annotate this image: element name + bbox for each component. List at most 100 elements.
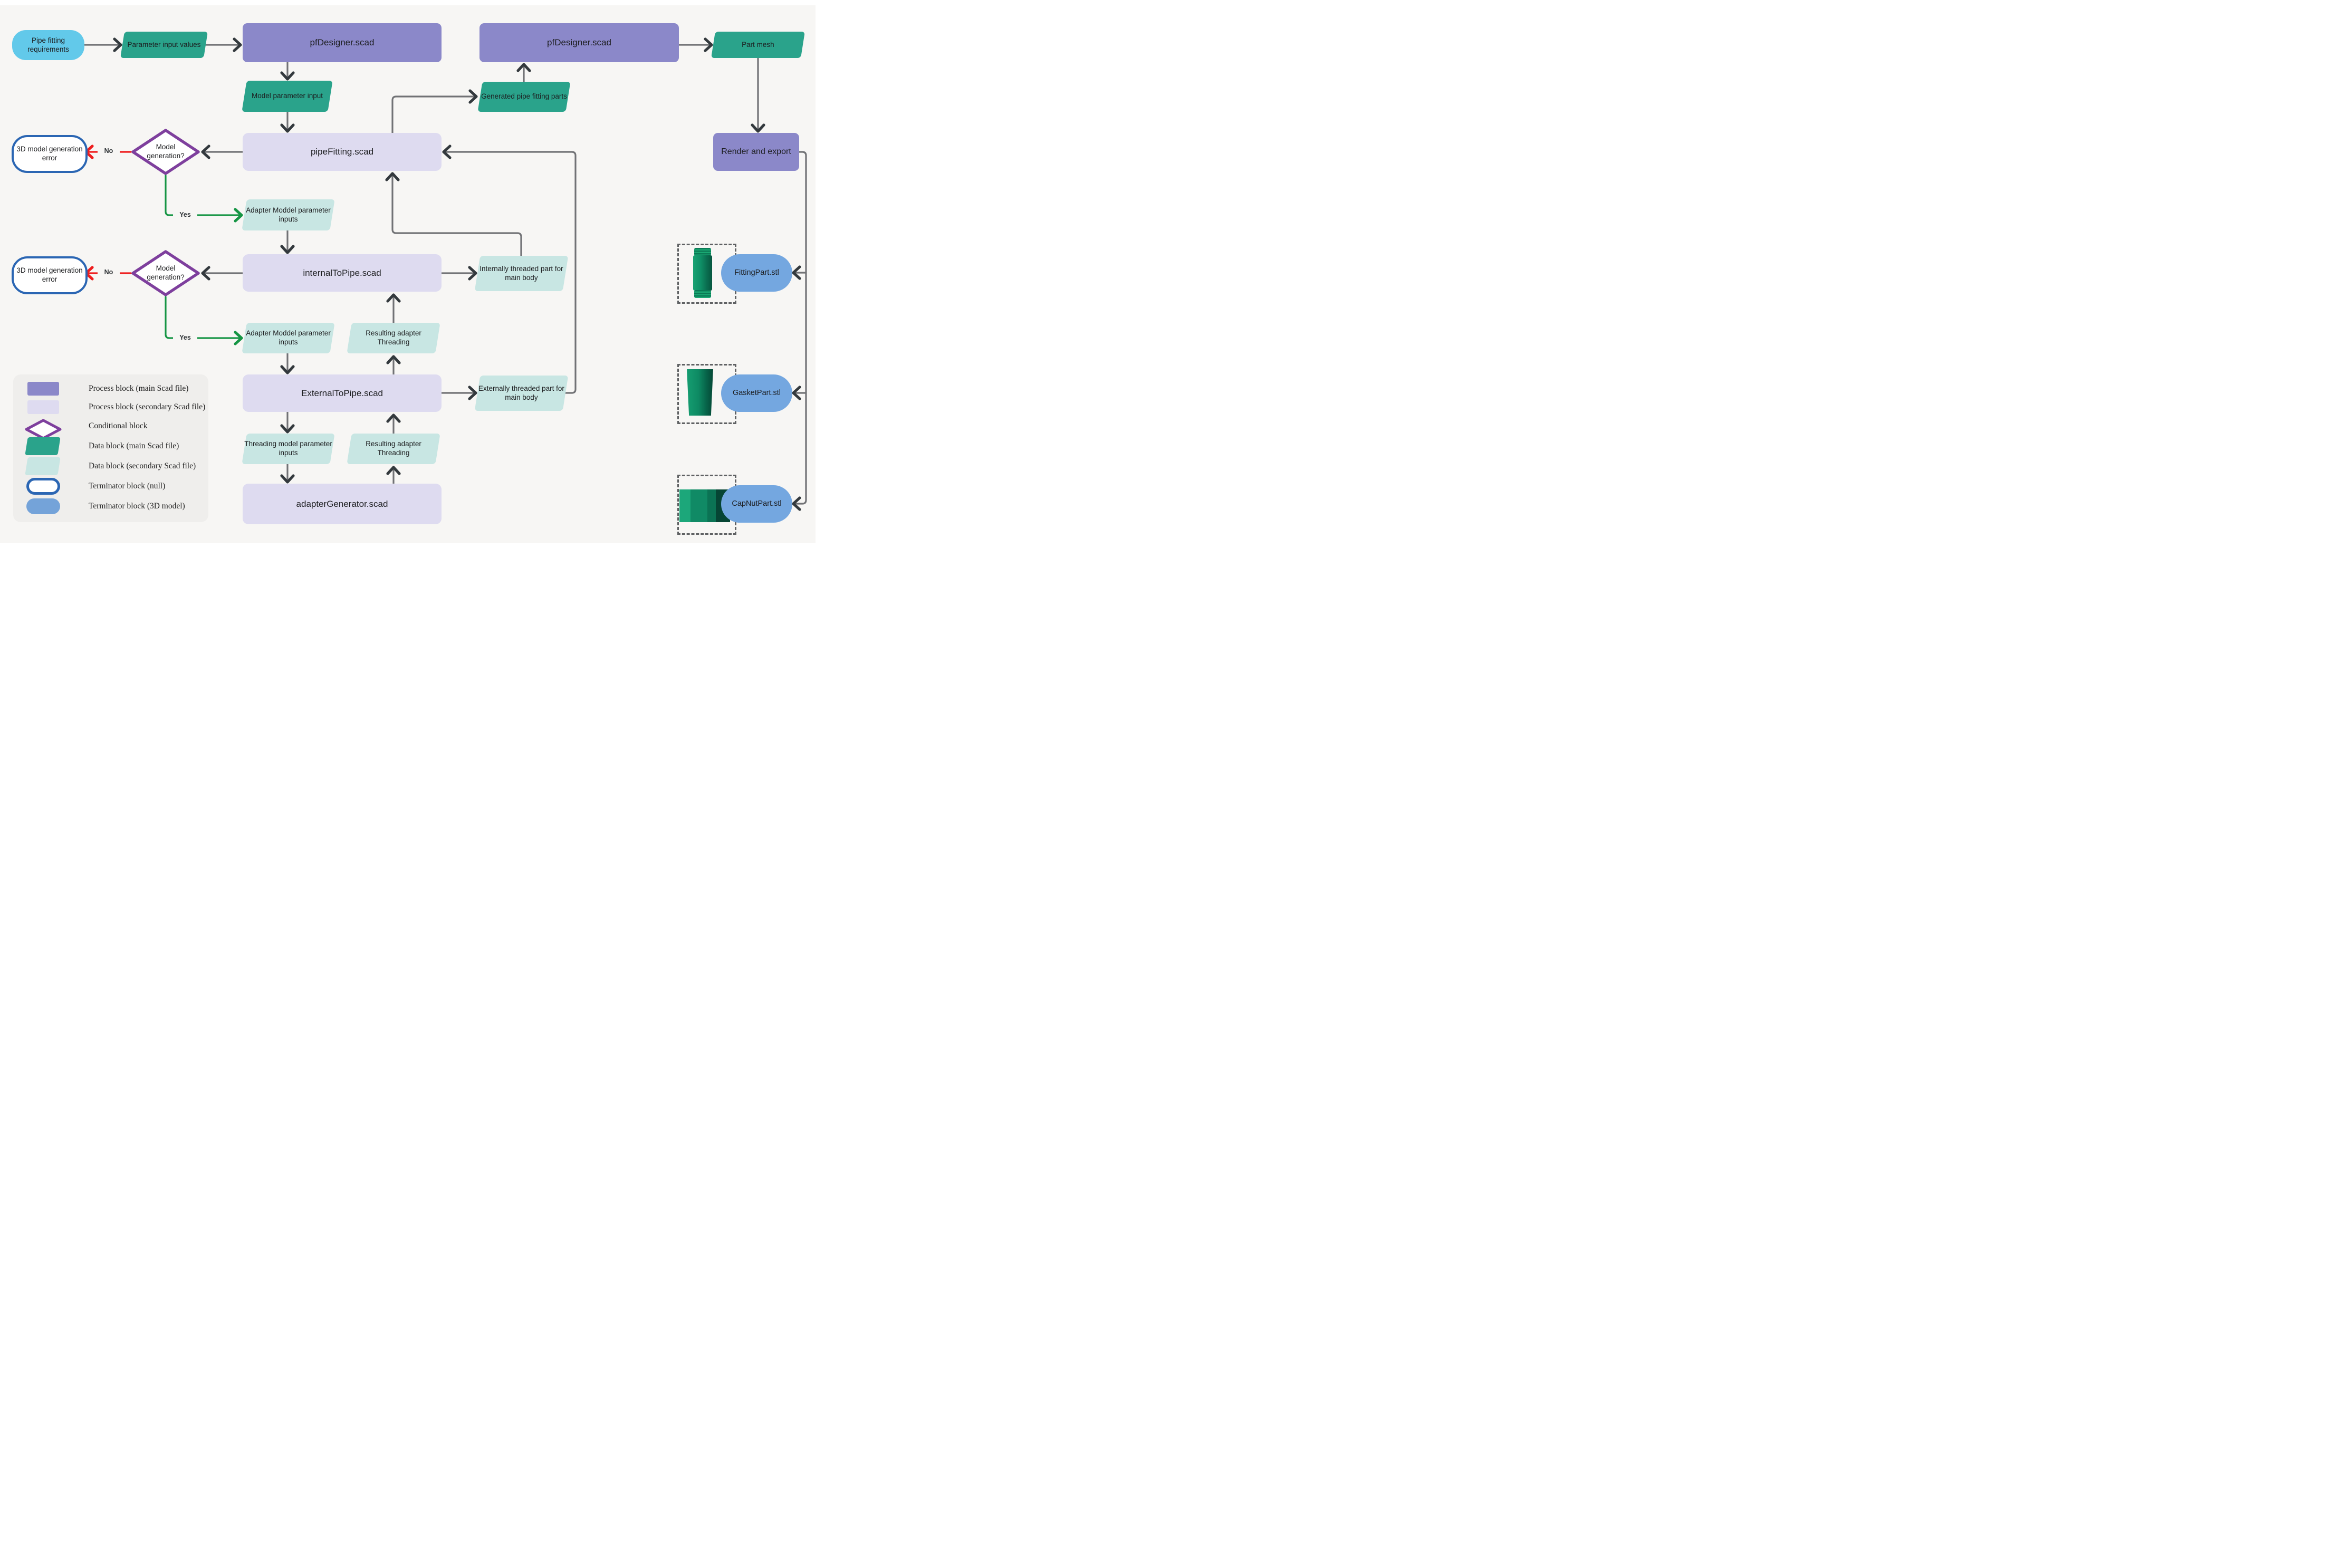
- legend-item-label: Process block (main Scad file): [89, 384, 189, 393]
- node-model-generation-decision-1: Model generation?: [131, 128, 200, 176]
- node-label: ExternalToPipe.scad: [301, 388, 383, 398]
- node-threading-model-parameter-inputs: Threading model parameter inputs: [242, 434, 335, 464]
- edge-pfdesigner1-to-modelparam: [280, 61, 295, 81]
- edge-pipefitting-to-diamond1: [201, 145, 244, 159]
- edge-pipereq-to-paramvalues: [83, 37, 122, 52]
- edge-label-yes-1: Yes: [173, 210, 197, 219]
- edge-extthreaded-to-pipefitting: [442, 145, 577, 394]
- legend-item-label: Conditional block: [89, 421, 148, 430]
- node-fittingpart-stl: FittingPart.stl: [721, 254, 792, 292]
- edge-intthreaded-to-pipefitting: [385, 172, 522, 257]
- edge-diamond2-yes-to-adapterin2: [165, 296, 243, 345]
- edge-diamond1-yes-to-adapterin1: [165, 175, 243, 223]
- fitting-part-3d-preview-thread-top: [694, 248, 711, 256]
- node-label: Resulting adapter Threading: [366, 329, 421, 346]
- node-externaltopipe-scad: ExternalToPipe.scad: [243, 374, 442, 412]
- node-label: FittingPart.stl: [734, 268, 779, 277]
- edge-genparts-to-pfdesigner2: [516, 63, 531, 83]
- node-label: Adapter Moddel parameter inputs: [246, 206, 331, 223]
- node-capnutpart-stl: CapNutPart.stl: [721, 485, 792, 523]
- fitting-part-3d-preview-thread-bottom: [694, 290, 711, 298]
- node-pipe-fitting-requirements: Pipe fitting requirements: [12, 30, 84, 60]
- node-label: Pipe fitting requirements: [27, 36, 69, 53]
- node-label: Internally threaded part for main body: [479, 264, 563, 282]
- edge-externaltopipe-to-extthreaded: [440, 386, 477, 400]
- node-label: 3D model generation error: [16, 145, 83, 162]
- legend-item-label: Process block (secondary Scad file): [89, 402, 206, 411]
- node-label: adapterGenerator.scad: [296, 498, 388, 509]
- node-label: Parameter input values: [127, 40, 201, 49]
- node-resulting-adapter-threading-2: Resulting adapter Threading: [347, 434, 440, 464]
- edge-renderexport-to-stl-files: [792, 151, 807, 511]
- node-adapter-model-parameter-inputs-2: Adapter Moddel parameter inputs: [242, 323, 335, 353]
- node-adapter-model-parameter-inputs-1: Adapter Moddel parameter inputs: [242, 199, 335, 230]
- node-label: pfDesigner.scad: [547, 37, 611, 48]
- edge-resulting1-to-internaltopipe: [386, 293, 401, 324]
- node-label: Model generation?: [147, 143, 185, 160]
- node-label: pipeFitting.scad: [310, 147, 374, 157]
- edge-internaltopipe-to-intthreaded: [440, 266, 477, 281]
- fitting-part-3d-preview: [693, 255, 712, 291]
- node-label: CapNutPart.stl: [732, 499, 782, 508]
- legend-item-label: Terminator block (null): [89, 482, 166, 490]
- node-label: 3D model generation error: [16, 266, 83, 283]
- edge-externaltopipe-to-threadingin: [280, 411, 295, 434]
- edge-paramvalues-to-pfdesigner1: [205, 37, 242, 52]
- node-3d-model-generation-error-2: 3D model generation error: [12, 256, 88, 294]
- legend-swatch-terminator-3d: [26, 498, 60, 514]
- legend-swatch-data-secondary: [25, 457, 61, 475]
- edge-pipefitting-to-genparts: [391, 89, 478, 134]
- legend-swatch-process-main: [27, 382, 59, 396]
- diamond-shape: [131, 250, 200, 296]
- node-pfdesigner-scad-1: pfDesigner.scad: [243, 23, 442, 62]
- edge-externaltopipe-to-resulting1: [386, 355, 401, 376]
- node-label: Adapter Moddel parameter inputs: [246, 329, 331, 346]
- edge-partmesh-to-renderexport: [751, 57, 765, 133]
- node-model-generation-decision-2: Model generation?: [131, 249, 200, 297]
- legend-item-label: Terminator block (3D model): [89, 502, 185, 511]
- edge-label-no-1: No: [98, 147, 120, 155]
- node-label: GasketPart.stl: [732, 389, 781, 398]
- node-label: Externally threaded part for main body: [478, 384, 564, 401]
- node-resulting-adapter-threading-1: Resulting adapter Threading: [347, 323, 440, 353]
- page-margin-bottom: [0, 543, 816, 549]
- node-pipefitting-scad: pipeFitting.scad: [243, 133, 442, 171]
- edge-threadingin-to-adaptergen: [280, 463, 295, 484]
- node-gasketpart-stl: GasketPart.stl: [721, 374, 792, 412]
- legend-swatch-data-main: [25, 437, 61, 455]
- legend-swatch-process-secondary: [27, 400, 59, 414]
- node-adaptergenerator-scad: adapterGenerator.scad: [243, 484, 442, 524]
- node-internally-threaded-part: Internally threaded part for main body: [474, 256, 569, 291]
- page-margin-top: [0, 0, 816, 5]
- legend-item-label: Data block (main Scad file): [89, 441, 179, 450]
- legend-swatch-terminator-null: [26, 478, 60, 495]
- edge-label-yes-2: Yes: [173, 333, 197, 342]
- diamond-shape: [131, 129, 200, 175]
- node-label: Part mesh: [742, 40, 774, 49]
- node-externally-threaded-part: Externally threaded part for main body: [474, 376, 569, 411]
- edge-pfdesigner2-to-partmesh: [678, 37, 713, 52]
- edge-internaltopipe-to-diamond2: [201, 266, 244, 281]
- node-label: internalToPipe.scad: [303, 267, 381, 278]
- node-part-mesh: Part mesh: [711, 32, 805, 58]
- legend-swatch-conditional: [25, 419, 62, 440]
- edge-resulting2-to-externaltopipe: [386, 413, 401, 435]
- edge-modelparam-to-pipefitting: [280, 111, 295, 133]
- node-3d-model-generation-error-1: 3D model generation error: [12, 135, 88, 173]
- node-label: Generated pipe fitting parts: [481, 92, 567, 101]
- node-label: Resulting adapter Threading: [366, 440, 421, 457]
- edge-adapterin1-to-internaltopipe: [280, 229, 295, 254]
- node-label: Model parameter input: [251, 92, 323, 100]
- legend-panel: Process block (main Scad file) Process b…: [13, 374, 208, 522]
- connector-layer: [83, 37, 807, 511]
- node-model-parameter-input: Model parameter input: [242, 81, 333, 112]
- node-pfdesigner-scad-2: pfDesigner.scad: [479, 23, 679, 62]
- node-generated-pipe-fitting-parts: Generated pipe fitting parts: [477, 82, 571, 112]
- legend-item-label: Data block (secondary Scad file): [89, 461, 196, 470]
- flowchart-canvas: Pipe fitting requirements Parameter inpu…: [0, 0, 816, 549]
- gasket-part-3d-preview: [687, 369, 713, 416]
- node-label: Render and export: [721, 147, 791, 156]
- node-parameter-input-values: Parameter input values: [120, 32, 208, 58]
- node-label: Model generation?: [147, 264, 185, 281]
- edge-label-no-2: No: [98, 268, 120, 276]
